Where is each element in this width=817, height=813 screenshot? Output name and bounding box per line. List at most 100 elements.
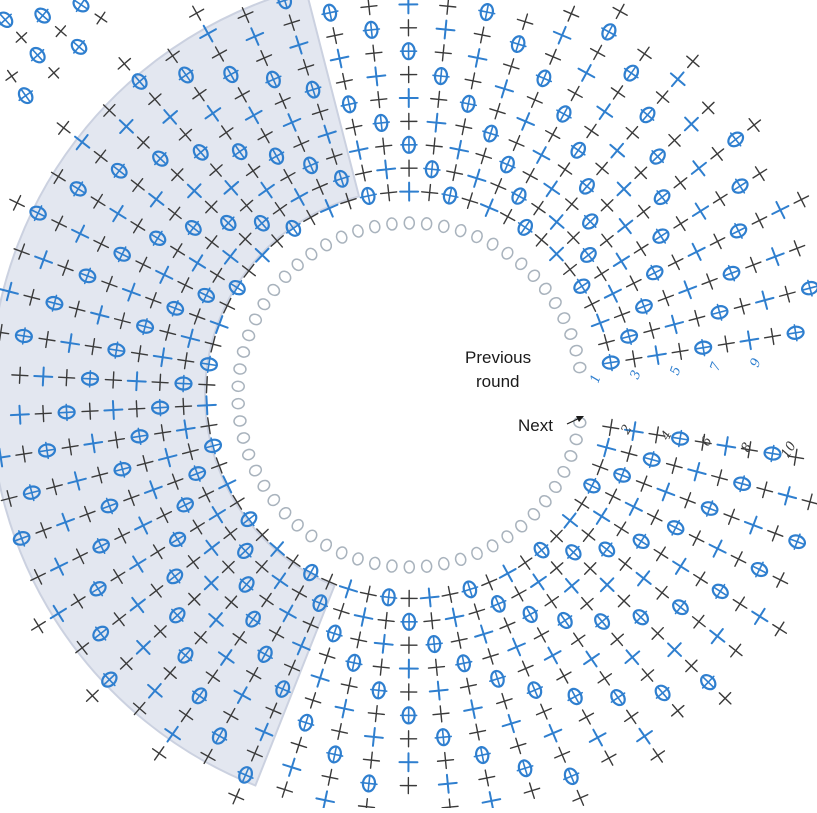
stitch-cross-bar <box>557 672 571 680</box>
stitch-spoke <box>454 14 533 238</box>
stitch-cross-bar <box>375 643 393 645</box>
stitch-chain <box>569 433 583 446</box>
stitch-chain <box>248 312 263 326</box>
shade-region <box>0 0 359 786</box>
stitch-cross-bar <box>363 759 379 761</box>
stitch-cross-bar <box>136 372 137 390</box>
stitch-chain <box>304 528 319 544</box>
stitch-cross-bar <box>523 172 537 180</box>
stitch-cross-bar <box>596 163 608 173</box>
stitch-cross-bar <box>794 241 800 256</box>
stitch-spoke <box>485 4 627 251</box>
stitch-chain <box>277 505 293 521</box>
stitch-cross-bar <box>572 635 585 644</box>
stitch-chain <box>500 245 515 261</box>
stitch-cross-bar <box>693 244 701 260</box>
row-number-upper: 3 <box>628 368 645 381</box>
stitch-chain <box>335 545 349 560</box>
stitch-cross-bar <box>153 749 166 758</box>
stitch-spoke <box>421 560 458 808</box>
stitch-cross-bar <box>545 651 561 660</box>
stitch-chain <box>438 557 450 571</box>
stitch-cross-bar <box>565 263 575 276</box>
stitch-cross-bar <box>523 611 537 619</box>
stitch-cross-bar <box>376 145 392 147</box>
stitch-chain <box>256 478 271 493</box>
stitch-cross-bar <box>361 6 377 8</box>
stitch-cross-bar <box>572 146 585 155</box>
stitch-chain <box>548 296 563 311</box>
stitch-cross-bar <box>611 88 624 97</box>
stitch-chain <box>256 297 271 312</box>
stitch-cross-bar <box>626 128 638 138</box>
stitch-chain <box>386 217 397 230</box>
stitch-cross-bar <box>609 489 616 503</box>
stitch-cross-bar <box>557 110 571 118</box>
stitch-cross-bar <box>613 8 627 16</box>
stitch-cross-bar <box>676 176 686 189</box>
stitch-chain <box>556 465 571 479</box>
stitch-cross-bar <box>597 267 606 281</box>
stitch-cross-bar <box>512 590 526 598</box>
stitch-cross-bar <box>671 73 685 85</box>
stitch-cross-bar <box>578 497 587 511</box>
stitch-cross-bar <box>597 460 603 475</box>
stitch-cross-bar <box>617 522 626 536</box>
stitch-cross-bar <box>381 192 397 194</box>
stitch-spoke <box>569 433 817 510</box>
stitch-cross-bar <box>532 204 545 213</box>
stitch-cross-bar <box>641 670 653 680</box>
stitch-cross-bar <box>378 620 394 622</box>
stitch-cross-stem <box>447 0 449 14</box>
stitch-cross-bar <box>534 151 550 160</box>
stitch-cross-bar <box>56 26 65 37</box>
stitch-cross-bar <box>651 751 664 760</box>
stitch-chain <box>241 448 256 462</box>
previous-round-label-line1: Previous <box>465 348 531 367</box>
stitch-cross-bar <box>735 552 742 566</box>
stitch-cross-bar <box>583 249 593 262</box>
stitch-cross-bar <box>422 192 438 194</box>
stitch-cross-bar <box>535 545 547 555</box>
stitch-cross-bar <box>585 126 598 135</box>
stitch-cross-bar <box>693 531 700 545</box>
stitch-cross-bar <box>772 526 778 541</box>
stitch-cross-bar <box>440 5 456 7</box>
stitch-cross-bar <box>113 401 114 419</box>
stitch-cross-bar <box>421 597 439 599</box>
stitch-chain <box>236 432 250 445</box>
stitch-cross-bar <box>712 148 722 161</box>
stitch-cross-bar <box>578 279 587 293</box>
shaded-section <box>0 0 359 786</box>
row-number-lower: 8 <box>738 440 755 455</box>
stitch-chain <box>304 246 319 262</box>
stitch-cross-bar <box>748 331 751 349</box>
stitch-cross-bar <box>568 90 582 98</box>
stitch-chain <box>266 492 282 507</box>
stitch-chain <box>335 230 349 245</box>
stitch-chain <box>454 552 467 566</box>
stitch-cross-bar <box>206 396 207 414</box>
stitch-cross-bar <box>602 28 616 36</box>
stitch-cross-bar <box>438 760 454 762</box>
stitch-cross-bar <box>113 372 114 388</box>
stitch-chain <box>421 217 432 230</box>
stitch-spoke <box>438 3 495 233</box>
stitch-chain <box>290 257 305 273</box>
stitch-chain <box>514 518 529 534</box>
stitch-cross-bar <box>579 713 593 721</box>
stitch-cross-bar <box>160 400 161 416</box>
stitch-chain <box>485 538 500 553</box>
stitch-chain <box>538 281 554 296</box>
stitch-chain <box>569 344 583 357</box>
stitch-cross-bar <box>716 585 725 599</box>
stitch-cross-bar <box>610 145 624 157</box>
stitch-cross-bar <box>588 297 595 311</box>
stitch-spoke <box>526 102 714 283</box>
stitch-chain <box>404 561 414 573</box>
stitch-cross-bar <box>19 406 20 424</box>
stitch-cross-bar <box>43 367 44 385</box>
stitch-cross-bar <box>558 165 571 174</box>
